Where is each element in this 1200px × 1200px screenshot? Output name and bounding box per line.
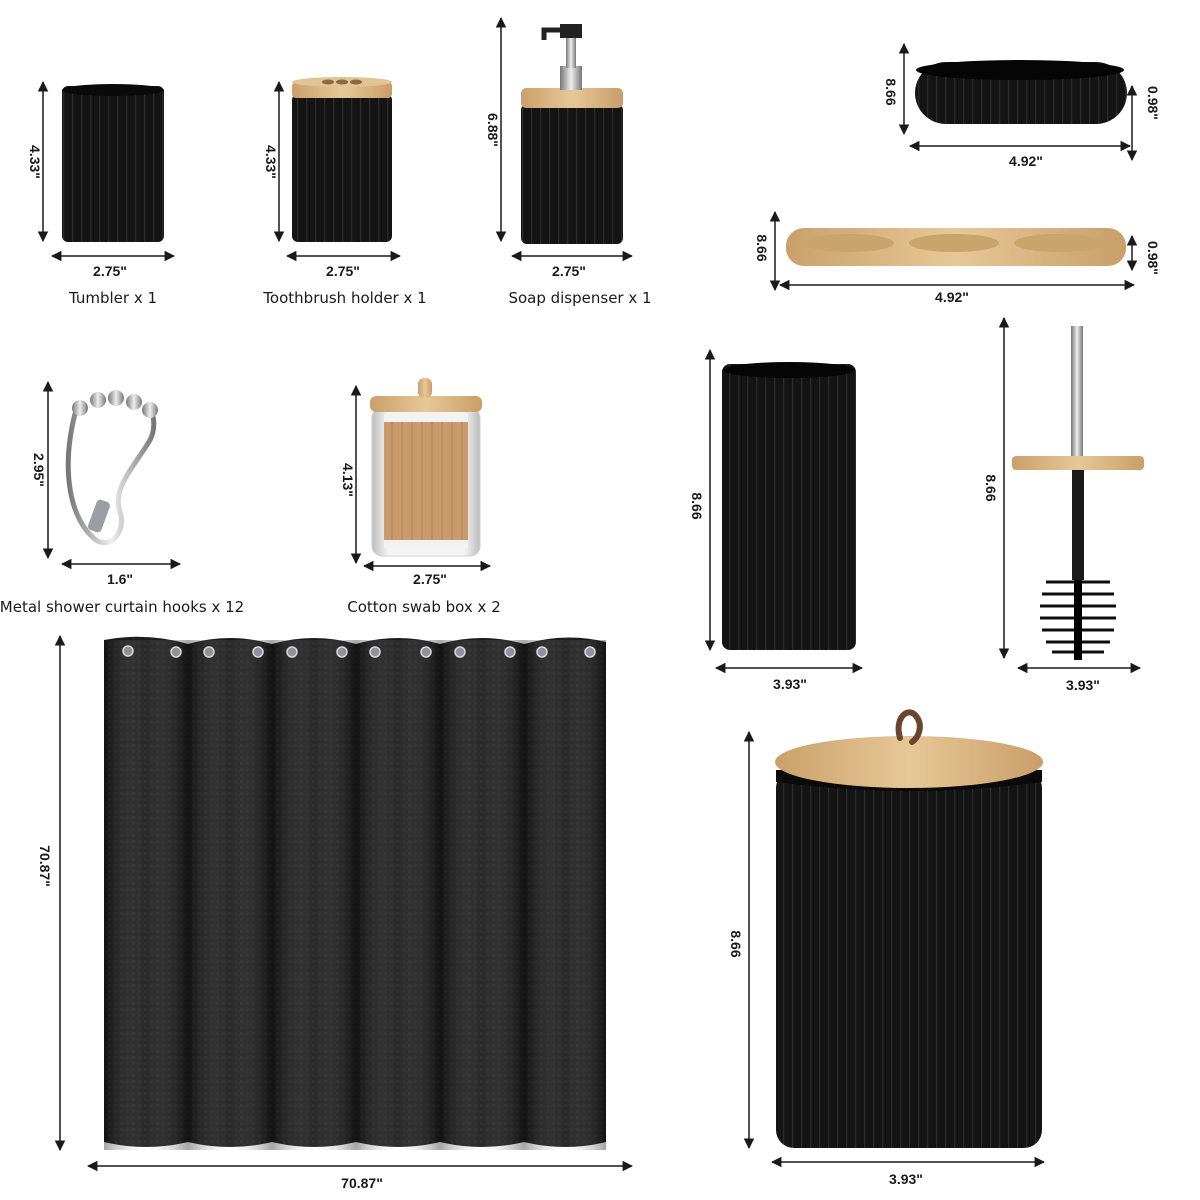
- tumbler-height: 4.33": [27, 145, 43, 179]
- soap-dispenser-width: 2.75": [552, 263, 586, 279]
- tumbler-caption: Tumbler x 1: [68, 289, 157, 307]
- shower-curtain-height: 70.87": [37, 845, 53, 887]
- tall-cup-width: 3.93": [773, 676, 807, 692]
- bamboo-tray-height-left: 8.66: [754, 234, 770, 261]
- soap-dispenser-height: 6.88": [485, 113, 501, 147]
- tumbler: 4.33" 2.75" Tumbler x 1: [27, 80, 176, 307]
- soap-dish-height-left: 8.66: [883, 78, 899, 105]
- toilet-brush-height: 8.66: [983, 474, 999, 501]
- tall-cup-height: 8.66: [689, 492, 705, 519]
- tumbler-width: 2.75": [93, 263, 127, 279]
- soap-dispenser: 6.88" 2.75" Soap dispenser x 1: [485, 16, 652, 307]
- tall-cup: 8.66 3.93": [689, 348, 864, 692]
- toothbrush-holder-width: 2.75": [326, 263, 360, 279]
- soap-dish-width: 4.92": [1009, 153, 1043, 169]
- cotton-swab-box-width: 2.75": [413, 571, 447, 587]
- toothbrush-holder: 4.33" 2.75" Toothbrush holder x 1: [262, 77, 427, 307]
- trash-can: 8.66 3.93": [728, 709, 1046, 1187]
- shower-curtain: 70.87" 70.87": [37, 634, 634, 1191]
- bamboo-tray: 8.66 0.98" 4.92": [754, 210, 1161, 305]
- shower-hook-width: 1.6": [107, 571, 133, 587]
- toothbrush-holder-height: 4.33": [263, 145, 279, 179]
- bamboo-tray-height-right: 0.98": [1145, 241, 1161, 275]
- toilet-brush-width: 3.93": [1066, 677, 1100, 693]
- cotton-swab-box: 4.13" 2.75" Cotton swab box x 2: [340, 378, 501, 616]
- soap-dish: 8.66 0.98" 4.92": [883, 42, 1161, 169]
- toilet-brush: 8.66 3.93": [983, 316, 1144, 693]
- trash-can-width: 3.93": [889, 1171, 923, 1187]
- shower-hook-caption: Metal shower curtain hooks x 12: [0, 598, 244, 616]
- toothbrush-holder-caption: Toothbrush holder x 1: [262, 289, 426, 307]
- shower-hook: 2.95" 1.6" Metal shower curtain hooks x …: [0, 380, 244, 616]
- trash-can-height: 8.66: [728, 930, 744, 957]
- soap-dispenser-caption: Soap dispenser x 1: [508, 289, 651, 307]
- shower-curtain-width: 70.87": [341, 1175, 383, 1191]
- cotton-swab-box-height: 4.13": [340, 463, 356, 497]
- cotton-swab-box-caption: Cotton swab box x 2: [347, 598, 501, 616]
- soap-dish-height-right: 0.98": [1145, 86, 1161, 120]
- bamboo-tray-width: 4.92": [935, 289, 969, 305]
- shower-hook-height: 2.95": [31, 453, 47, 487]
